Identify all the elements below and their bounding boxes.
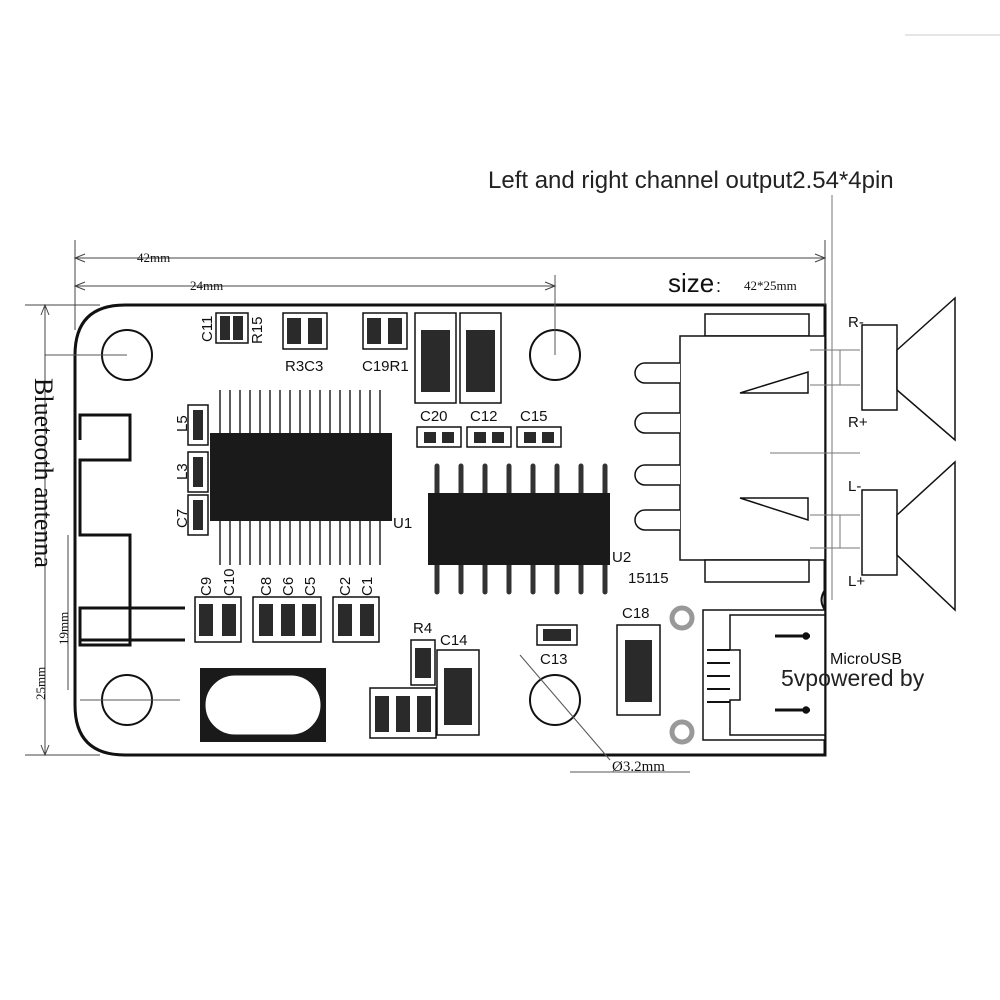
label-c1: C1 <box>359 577 376 596</box>
label-c19r1: C19R1 <box>362 358 409 375</box>
label-c6: C6 <box>280 577 297 596</box>
size-label: size <box>668 268 714 298</box>
pad-fill <box>388 318 402 344</box>
powered-by-label: 5vpowered by <box>781 665 925 691</box>
r-minus-label: R- <box>848 314 864 331</box>
label-r15: R15 <box>249 316 266 344</box>
pad-fill <box>543 629 571 641</box>
r-plus-label: R+ <box>848 414 868 431</box>
label-c18: C18 <box>622 605 650 622</box>
hole-diameter-label: Ø3.2mm <box>612 759 665 775</box>
usb-label-bg <box>828 648 958 690</box>
dim-25mm: 25mm <box>33 667 48 700</box>
pad-fill <box>442 432 454 443</box>
label-c9: C9 <box>198 577 215 596</box>
label-c12: C12 <box>470 408 498 425</box>
pad-fill <box>417 696 431 732</box>
label-c20: C20 <box>420 408 448 425</box>
output-header <box>634 313 826 583</box>
microusb-connector <box>702 609 826 741</box>
pad-fill <box>424 432 436 443</box>
pad-fill <box>193 457 203 487</box>
l-plus-label: L+ <box>848 573 865 590</box>
pad-fill <box>415 648 431 678</box>
label-c7: C7 <box>174 509 191 528</box>
pad-fill <box>302 604 316 636</box>
label-r3c3: R3C3 <box>285 358 323 375</box>
speaker-right <box>861 296 956 442</box>
pad-fill <box>233 316 243 340</box>
pad-fill <box>193 500 203 530</box>
header-leaders <box>770 349 860 549</box>
label-l3: L3 <box>174 463 191 480</box>
test-pad-bottom <box>669 719 695 745</box>
label-c2: C2 <box>337 577 354 596</box>
label-r4: R4 <box>413 620 432 637</box>
label-l5: L5 <box>174 415 191 432</box>
board-notch <box>820 589 826 611</box>
label-c13: C13 <box>540 651 568 668</box>
label-c14: C14 <box>440 632 468 649</box>
test-pad-top <box>669 605 695 631</box>
u1-label: U1 <box>393 515 412 532</box>
pad-fill <box>466 330 495 392</box>
pad-fill <box>367 318 381 344</box>
pad-fill <box>396 696 410 732</box>
pad-fill <box>524 432 536 443</box>
pad-fill <box>281 604 295 636</box>
size-colon: : <box>716 276 721 296</box>
pad-fill <box>199 604 213 636</box>
dim-19mm: 19mm <box>56 612 71 645</box>
label-c11: C11 <box>199 316 216 342</box>
pad-fill <box>474 432 486 443</box>
microusb-label: MicroUSB <box>830 651 902 668</box>
pad-fill <box>220 316 230 340</box>
label-c5: C5 <box>302 577 319 596</box>
pad-fill <box>542 432 554 443</box>
pad-fill <box>308 318 322 344</box>
antenna-trace <box>78 413 185 647</box>
pad-fill <box>625 640 652 702</box>
chip-u2 <box>428 463 610 595</box>
label-c8: C8 <box>258 577 275 596</box>
dimension-marks <box>25 240 827 757</box>
dim-42mm: 42mm <box>137 250 170 265</box>
l-minus-label: L- <box>848 478 861 495</box>
pad-fill <box>338 604 352 636</box>
pad-fill <box>259 604 273 636</box>
pad-fill <box>222 604 236 636</box>
pad-fill <box>375 696 389 732</box>
crystal-oscillator <box>200 668 326 742</box>
mounting-hole-bottom-right <box>529 674 581 726</box>
pad-fill <box>421 330 450 392</box>
channel-output-label: Left and right channel output2.54*4pin <box>488 167 894 194</box>
pad-fill <box>444 668 472 725</box>
size-value: 42*25mm <box>744 278 797 293</box>
label-c15: C15 <box>520 408 548 425</box>
usb-pins <box>707 649 730 703</box>
speaker-left <box>861 460 956 612</box>
pad-fill <box>287 318 301 344</box>
chip-u1 <box>210 390 392 565</box>
pad-fill <box>492 432 504 443</box>
label-c10: C10 <box>221 568 238 596</box>
pad-fill <box>193 410 203 440</box>
hole-leader <box>519 654 611 761</box>
part-number: 15115 <box>628 570 669 587</box>
u2-label: U2 <box>612 549 631 566</box>
pad-fill <box>360 604 374 636</box>
antenna-label: Bluetooth antenna <box>29 378 58 568</box>
dim-24mm: 24mm <box>190 278 223 293</box>
